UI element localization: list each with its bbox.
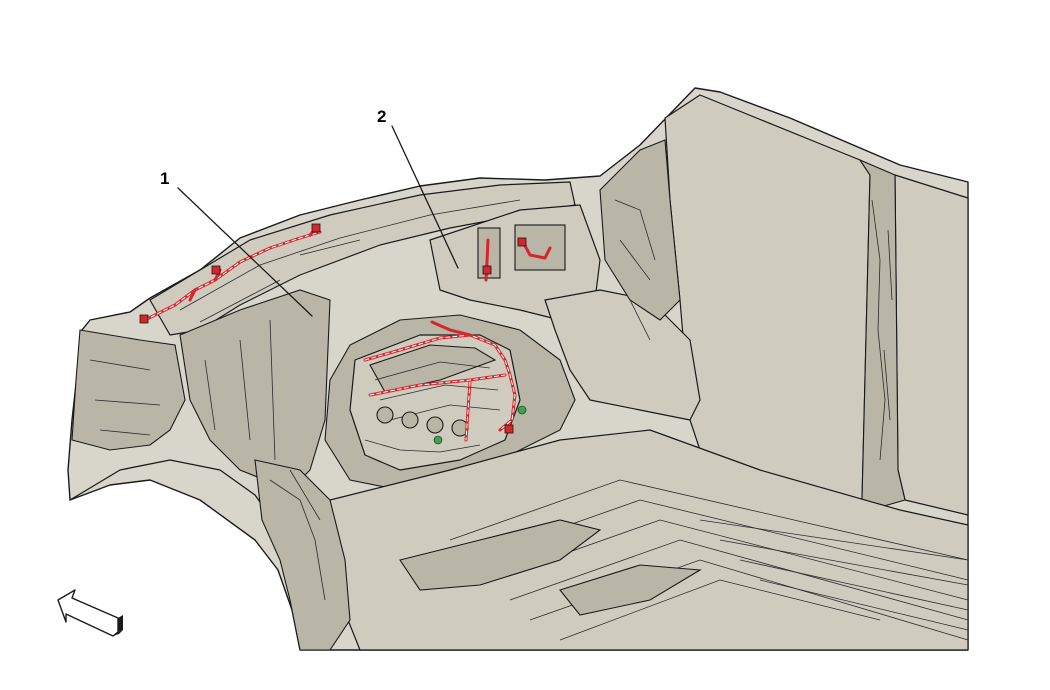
connector bbox=[139, 314, 149, 324]
connector bbox=[211, 265, 221, 275]
callout-2-label: 2 bbox=[377, 107, 386, 126]
vehicle-body bbox=[67, 87, 969, 651]
callout-2-leader bbox=[391, 125, 459, 269]
connector bbox=[311, 223, 321, 233]
front-fender bbox=[71, 329, 186, 451]
connector bbox=[504, 424, 514, 434]
inner-fender-detail bbox=[204, 319, 276, 461]
connector bbox=[482, 265, 492, 275]
firewall-bracket-b bbox=[514, 224, 566, 271]
forward-arrow-icon bbox=[57, 589, 123, 637]
frame-rail-detail bbox=[269, 469, 326, 601]
fender-detail bbox=[89, 359, 161, 436]
floor-pan bbox=[329, 429, 969, 651]
pillar-detail bbox=[871, 199, 893, 461]
cab-side-panel bbox=[894, 174, 969, 516]
callout-1-leader bbox=[177, 187, 313, 317]
connector bbox=[517, 237, 527, 247]
ground-point bbox=[517, 405, 527, 415]
cab-pillar bbox=[858, 158, 906, 511]
harness-firewall-branch bbox=[430, 320, 472, 337]
floor-crossmember-2 bbox=[559, 564, 702, 616]
inner-fender bbox=[179, 289, 331, 491]
engine-block bbox=[349, 334, 521, 471]
ground-point bbox=[433, 435, 443, 445]
frame-rail bbox=[254, 459, 351, 651]
callouts: 1 2 bbox=[160, 107, 459, 317]
harness-bracket-b bbox=[521, 240, 552, 260]
callout-1-label: 1 bbox=[160, 169, 169, 188]
a-pillar-detail bbox=[614, 199, 656, 341]
wiring-harness bbox=[139, 223, 552, 445]
support-ribs bbox=[179, 199, 521, 323]
a-pillar-lower bbox=[599, 139, 681, 321]
firewall-bracket-a bbox=[477, 227, 501, 279]
floor-crossmember bbox=[399, 519, 602, 591]
